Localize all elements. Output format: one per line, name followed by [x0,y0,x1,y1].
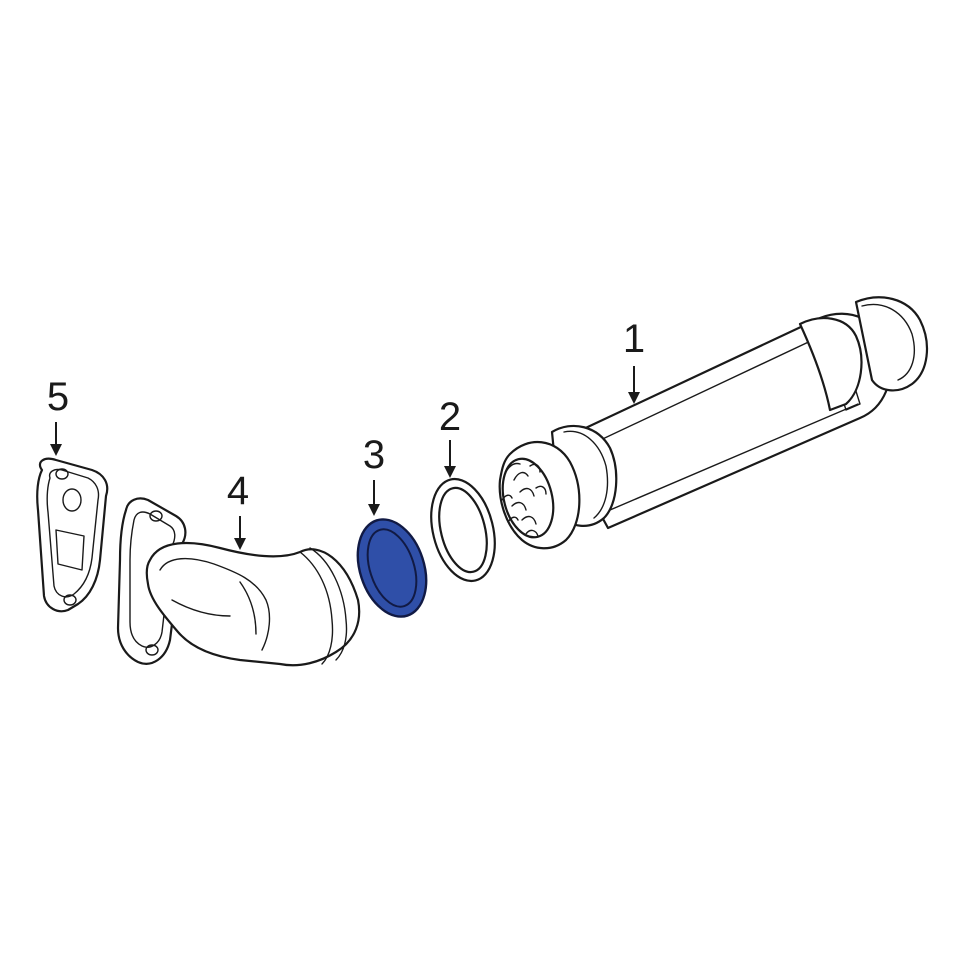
callout-arrows [50,366,640,550]
arrowhead-4 [234,538,246,550]
callout-2: 2 [439,395,461,439]
part-4-elbow-pipe [116,497,361,667]
arrowhead-3 [368,504,380,516]
callout-4: 4 [227,469,249,513]
arrowhead-2 [444,466,456,478]
part-1-cooler-tube [498,296,928,550]
callout-5: 5 [47,375,69,419]
callout-3: 3 [363,433,385,477]
callout-1: 1 [623,317,645,361]
part-3-seal-ring [356,518,428,618]
callout-labels: 1 2 3 4 5 [47,317,645,513]
arrowhead-1 [628,392,640,404]
part-5-gasket [36,457,109,613]
arrowhead-5 [50,444,62,456]
part-2-o-ring [430,477,496,583]
